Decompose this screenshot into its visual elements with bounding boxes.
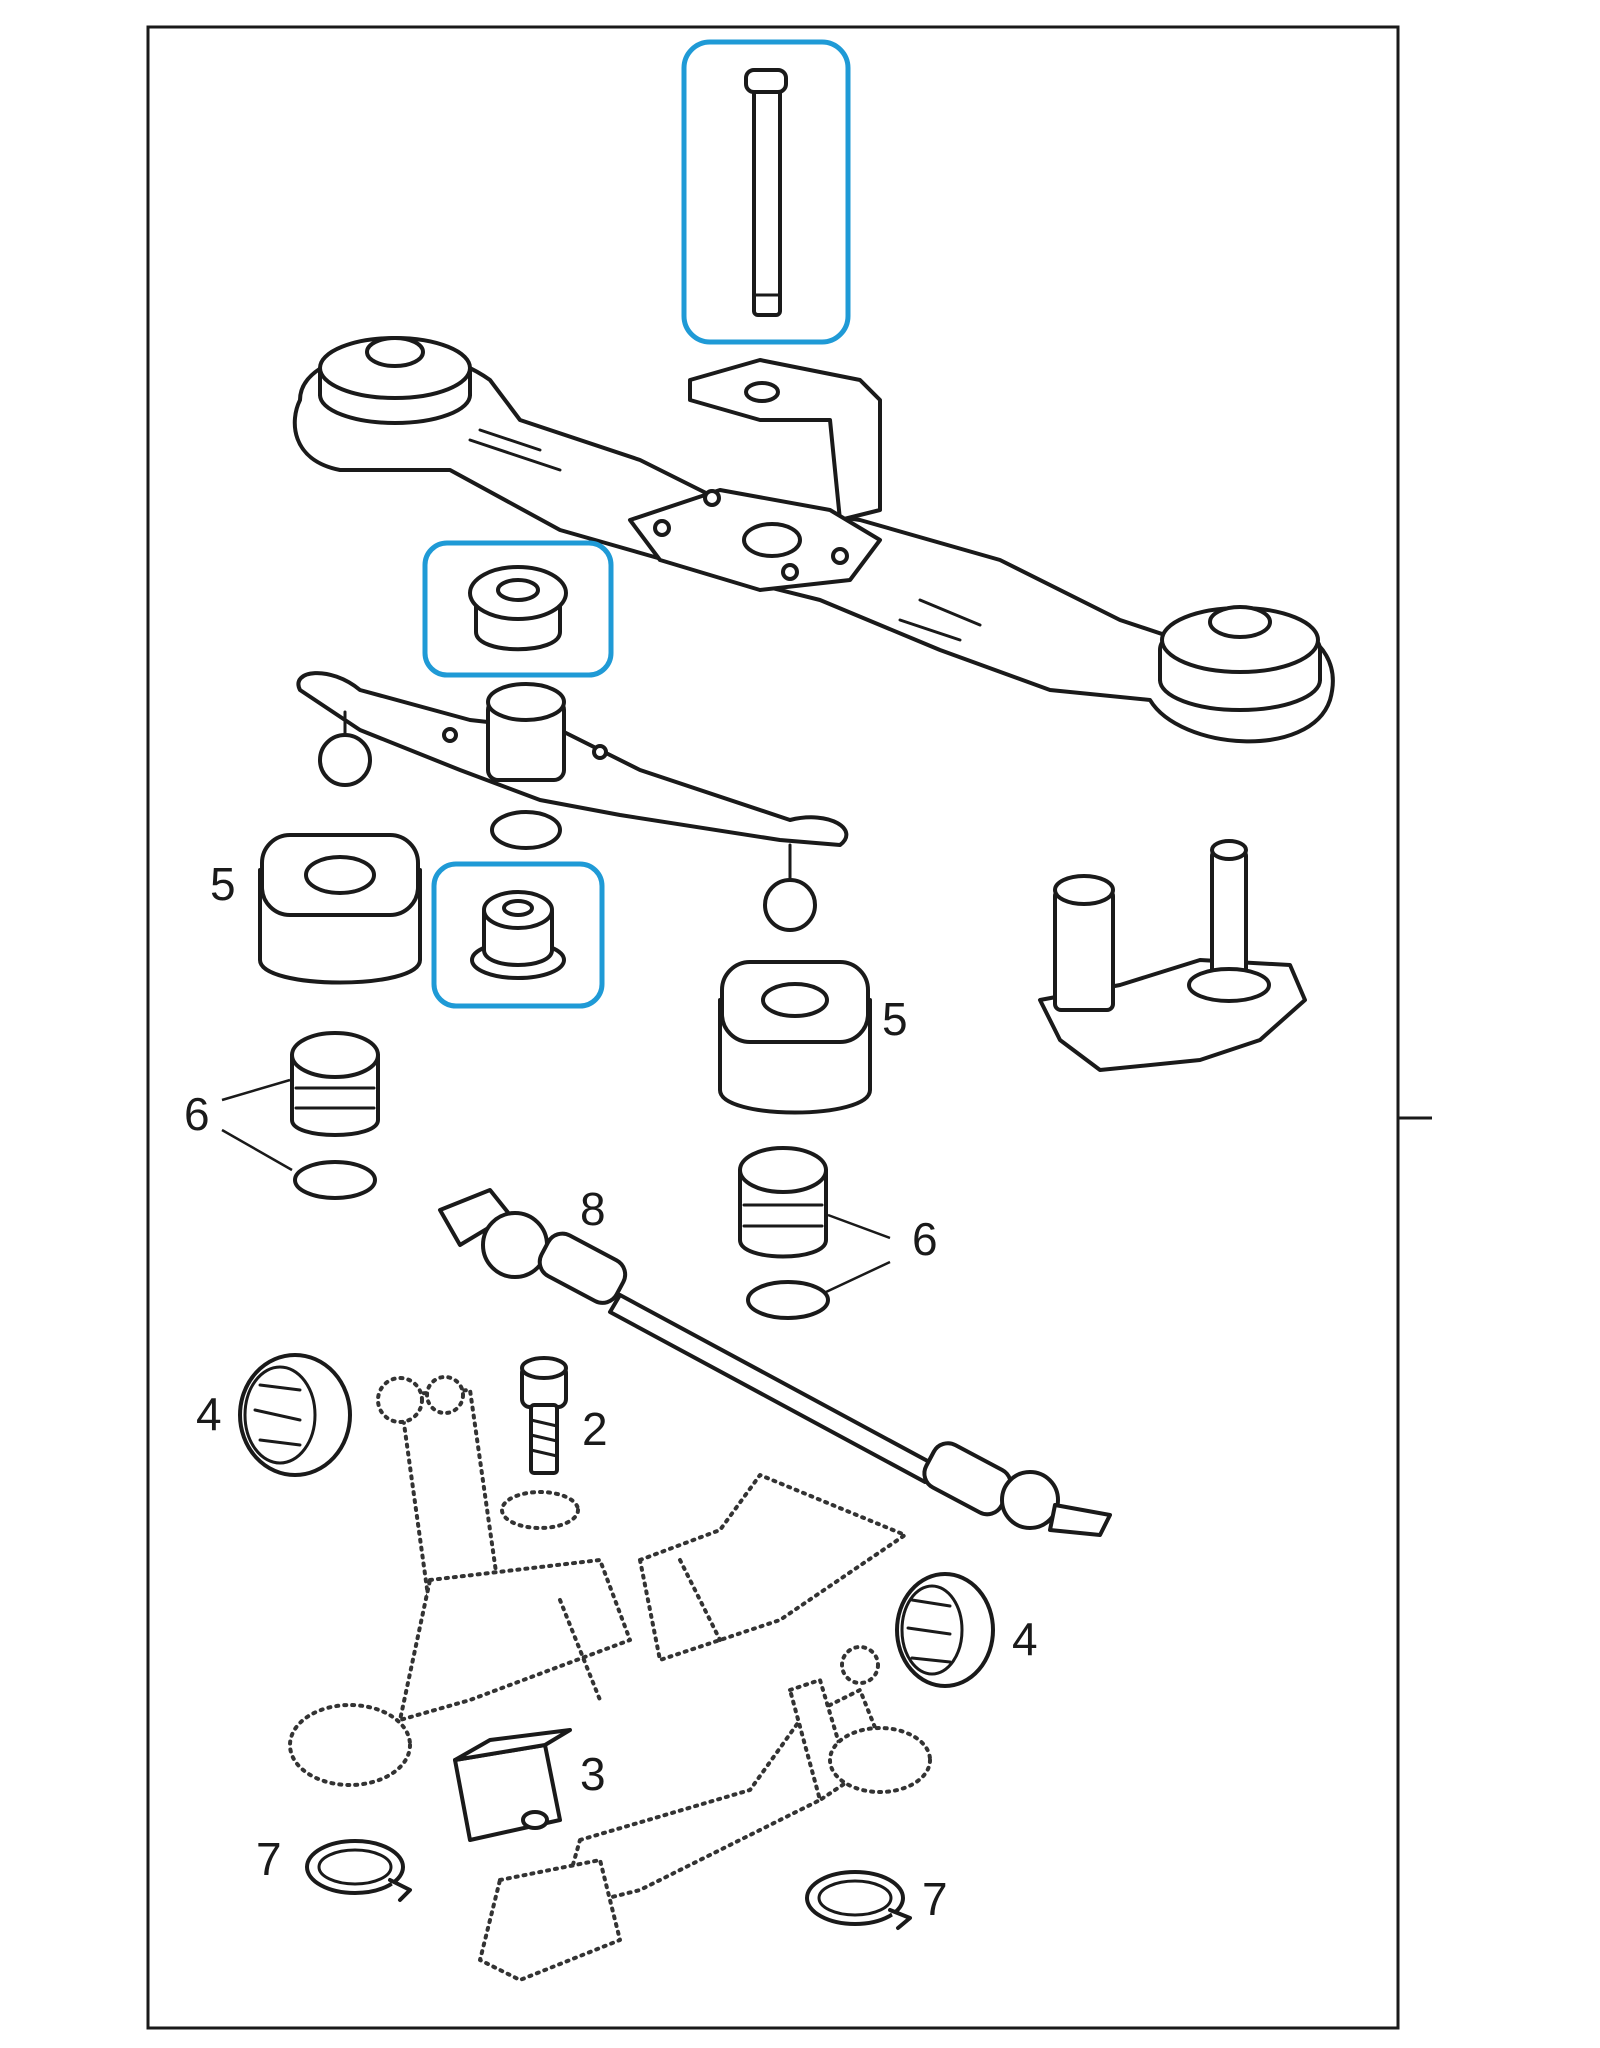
callout-4-right: 4 bbox=[1012, 1613, 1038, 1665]
bushing-6-right bbox=[738, 1146, 830, 1320]
shift-rod bbox=[438, 1188, 1112, 1537]
callout-4-left: 4 bbox=[196, 1388, 222, 1440]
clamp-block bbox=[453, 1728, 572, 1842]
washer bbox=[500, 1490, 580, 1530]
bushing-upper bbox=[468, 565, 568, 652]
upper-bracket bbox=[292, 336, 1335, 744]
callout-3: 3 bbox=[580, 1748, 606, 1800]
bushing-lower bbox=[470, 890, 566, 980]
circlip-right bbox=[805, 1870, 912, 1930]
callout-8: 8 bbox=[580, 1183, 606, 1235]
rubber-block-left bbox=[258, 833, 422, 985]
bolt bbox=[520, 1356, 568, 1475]
shift-plate bbox=[296, 671, 849, 932]
highlight-box-bushing-lower bbox=[431, 861, 605, 1009]
highlight-box-pin bbox=[681, 39, 851, 345]
highlight-box-bushing-upper bbox=[422, 540, 614, 678]
leader-lines bbox=[221, 1078, 891, 1294]
callout-6-left: 6 bbox=[184, 1088, 210, 1140]
callout-5-right: 5 bbox=[882, 993, 908, 1045]
joint-right bbox=[895, 1572, 995, 1688]
rubber-block-right bbox=[718, 960, 872, 1115]
circlip-left bbox=[305, 1839, 412, 1902]
diagram-frame bbox=[146, 25, 1400, 2030]
callout-6-right: 6 bbox=[912, 1213, 938, 1265]
callout-7-left: 7 bbox=[256, 1833, 282, 1885]
pivot-pin bbox=[744, 68, 788, 317]
gate-bracket bbox=[1038, 839, 1307, 1072]
callout-5-left: 5 bbox=[210, 858, 236, 910]
bushing-6-left bbox=[290, 1031, 380, 1200]
callout-2: 2 bbox=[582, 1403, 608, 1455]
lower-linkage-assembly bbox=[288, 1375, 932, 1982]
callout-7-right: 7 bbox=[922, 1873, 948, 1925]
joint-left bbox=[238, 1353, 352, 1477]
